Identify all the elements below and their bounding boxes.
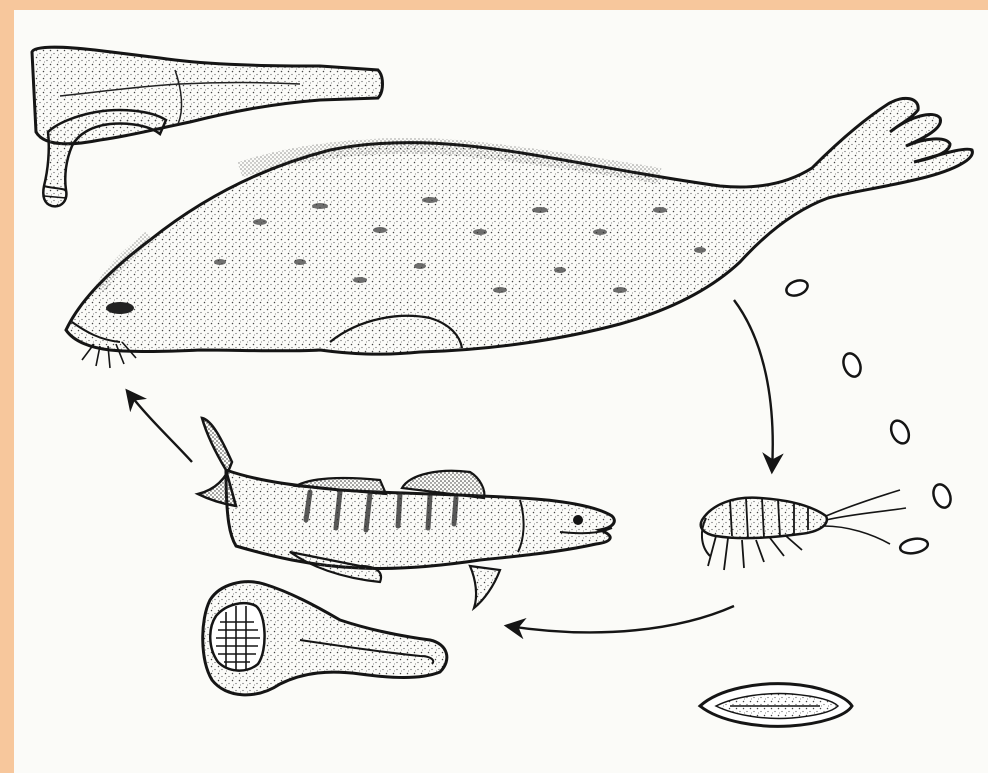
fish-host-icon <box>198 418 614 608</box>
larva-icon <box>700 684 852 727</box>
arrow-crustacean-to-fish <box>508 606 734 632</box>
arrow-seal-to-crustacean <box>734 300 773 470</box>
juvenile-worm-icon <box>203 582 447 695</box>
diagram-canvas <box>14 10 988 773</box>
crustacean-host-icon <box>701 490 906 570</box>
seal-host-icon <box>66 98 972 368</box>
arrow-fish-to-seal <box>128 392 192 462</box>
life-cycle-diagram <box>14 10 988 773</box>
